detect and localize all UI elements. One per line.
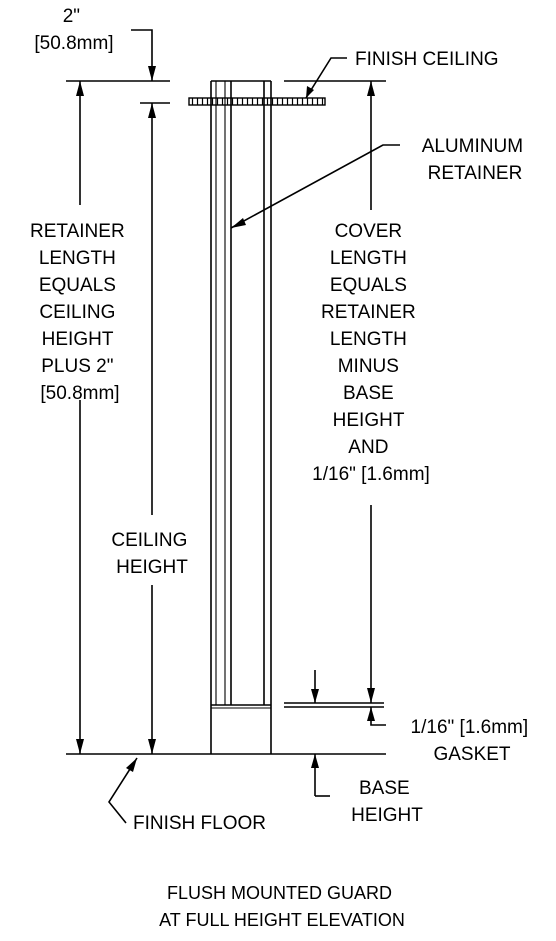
aluminum-retainer-leader bbox=[230, 144, 400, 229]
finish-floor-label: FINISH FLOOR bbox=[133, 813, 266, 834]
finish-ceiling-leader bbox=[305, 57, 347, 99]
cover-length-label: COVER LENGTH EQUALS RETAINER LENGTH MINU… bbox=[312, 221, 430, 485]
finish-ceiling-section bbox=[188, 97, 326, 106]
gasket-dimension bbox=[284, 670, 386, 726]
finish-floor-leader bbox=[108, 757, 138, 824]
retainer-length-label: RETAINER LENGTH EQUALS CEILING HEIGHT PL… bbox=[30, 221, 130, 404]
base-height-dimension bbox=[311, 754, 330, 797]
ceiling-height-dimension bbox=[140, 102, 170, 754]
drawing-title: FLUSH MOUNTED GUARD AT FULL HEIGHT ELEVA… bbox=[159, 883, 405, 930]
top-2in-dimension-leader bbox=[131, 29, 156, 81]
cover-length-dimension bbox=[284, 80, 386, 703]
retainer-length-dimension bbox=[66, 80, 170, 754]
guard-assembly bbox=[210, 80, 272, 754]
base-height-label: BASE HEIGHT bbox=[351, 778, 423, 826]
top-dimension-label: 2" [50.8mm] bbox=[34, 6, 113, 54]
finish-ceiling-label: FINISH CEILING bbox=[355, 49, 499, 70]
aluminum-retainer-label: ALUMINUM RETAINER bbox=[422, 136, 529, 184]
ceiling-height-label: CEILING HEIGHT bbox=[111, 530, 192, 578]
gasket-label: 1/16" [1.6mm] GASKET bbox=[411, 717, 534, 765]
